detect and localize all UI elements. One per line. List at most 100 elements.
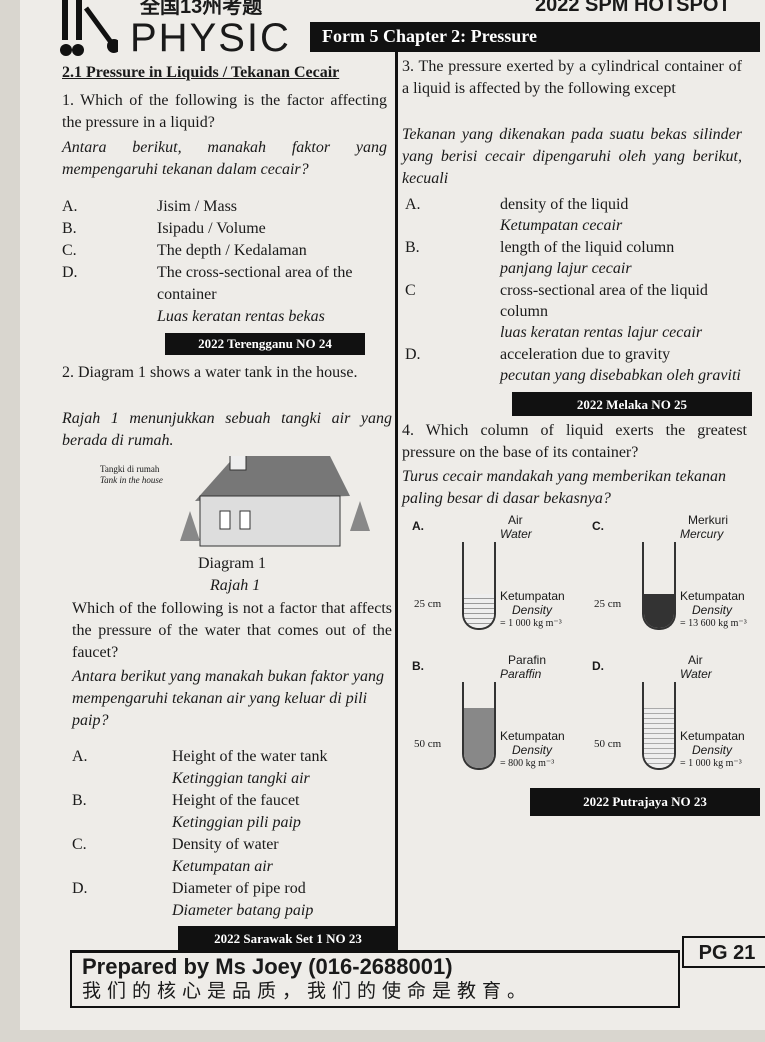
option-letter: D. — [72, 880, 88, 897]
hotspot-title: 2022 SPM HOTSPOT — [535, 0, 731, 16]
option-letter: D. — [405, 346, 421, 363]
option-text-ms: Diameter batang paip — [172, 902, 314, 919]
option-text: length of the liquid column — [500, 239, 675, 256]
liquid-name-en: Mercury — [680, 527, 724, 541]
q2-question: Which of the following is not a factor t… — [72, 600, 392, 661]
option-text-ms: Ketinggian pili paip — [172, 814, 301, 831]
liquid-name-en: Water — [500, 527, 532, 541]
density-label: Ketumpatan — [500, 729, 565, 743]
q2-source: 2022 Sarawak Set 1 NO 23 — [178, 926, 398, 950]
logo-text: PHYSIC — [130, 16, 291, 60]
density-value: = 1 000 kg m⁻³ — [680, 758, 742, 769]
density-label: Ketumpatan — [680, 729, 745, 743]
option-text: Density of water — [172, 836, 279, 853]
chapter-banner: Form 5 Chapter 2: Pressure — [310, 22, 760, 52]
tube-icon — [642, 542, 676, 630]
worksheet-page: 全国13州考题 PHYSIC 2022 SPM HOTSPOT Form 5 C… — [20, 0, 765, 1030]
q4-text-ms: Turus cecair mandakah yang memberikan te… — [402, 468, 726, 507]
option-letter: B. — [405, 239, 420, 256]
density-label-en: Density — [512, 603, 553, 617]
option-letter: C. — [62, 242, 77, 259]
tube-option-b: B. Parafin Paraffin 50 cm Ketumpatan Den… — [400, 654, 580, 779]
liquid-name: Parafin — [508, 653, 547, 667]
water-tank-diagram: Tangki di rumah Tank in the house — [100, 456, 370, 551]
q4-source: 2022 Putrajaya NO 23 — [530, 788, 760, 816]
prepared-by: Prepared by Ms Joey (016-2688001) — [82, 954, 453, 979]
option-letter: B. — [72, 792, 87, 809]
option-letter: B. — [412, 659, 424, 673]
q2-text: 2. Diagram 1 shows a water tank in the h… — [62, 364, 358, 381]
height-label: 50 cm — [414, 738, 442, 750]
option-text: Height of the faucet — [172, 792, 300, 809]
density-label: Ketumpatan — [500, 589, 565, 603]
diagram-caption: Diagram 1 — [198, 555, 266, 572]
height-label: 25 cm — [594, 598, 622, 610]
option-text: Height of the water tank — [172, 748, 328, 765]
q3-text: 3. The pressure exerted by a cylindrical… — [402, 58, 742, 97]
q1-option-d: D. The cross-sectional area of the contai… — [62, 262, 392, 328]
option-text: The depth / Kedalaman — [157, 242, 307, 259]
option-text: acceleration due to gravity — [500, 346, 671, 363]
density-label: Ketumpatan — [680, 589, 745, 603]
q1-source: 2022 Terengganu NO 24 — [165, 333, 365, 355]
q2-question-ms: Antara berikut yang manakah bukan faktor… — [72, 668, 384, 729]
option-text-ms: pecutan yang disebabkan oleh graviti — [500, 367, 741, 384]
chinese-title: 全国13州考题 — [140, 0, 263, 18]
option-letter: A. — [405, 196, 421, 213]
liquid-name-en: Water — [680, 667, 712, 681]
liquid-columns-diagram: A. Air Water 25 cm Ketumpatan Density = … — [400, 514, 760, 784]
density-value: = 13 600 kg m⁻³ — [680, 618, 747, 629]
option-text-ms: Ketinggian tangki air — [172, 770, 310, 787]
footer-box — [70, 952, 680, 1008]
option-text-ms: Ketumpatan cecair — [500, 217, 623, 234]
density-label-en: Density — [512, 743, 553, 757]
liquid-name: Air — [688, 653, 703, 667]
option-text-ms: luas keratan rentas lajur cecair — [500, 324, 703, 341]
option-letter: A. — [62, 198, 78, 215]
tube-option-c: C. Merkuri Mercury 25 cm Ketumpatan Dens… — [580, 514, 760, 639]
tube-option-d: D. Air Water 50 cm Ketumpatan Density = … — [580, 654, 760, 779]
option-text-ms: Luas keratan rentas bekas — [157, 308, 325, 325]
height-label: 25 cm — [414, 598, 442, 610]
density-value: = 1 000 kg m⁻³ — [500, 618, 562, 629]
tank-label: Tangki di rumah — [100, 464, 160, 474]
option-letter: C — [405, 282, 416, 299]
option-letter: A. — [412, 519, 424, 533]
q4-text: 4. Which column of liquid exerts the gre… — [402, 422, 747, 461]
tube-icon — [462, 542, 496, 630]
density-label-en: Density — [692, 743, 733, 757]
option-text: Isipadu / Volume — [157, 220, 266, 237]
option-letter: D. — [592, 659, 604, 673]
q2-text-ms: Rajah 1 menunjukkan sebuah tangki air ya… — [62, 410, 392, 449]
option-letter: D. — [62, 264, 78, 281]
liquid-name: Air — [508, 513, 523, 527]
tube-icon — [642, 682, 676, 770]
page-number: PG 21 — [682, 936, 765, 968]
option-letter: A. — [72, 748, 88, 765]
q3-option-d: D. acceleration due to gravity pecutan yan… — [405, 344, 745, 386]
option-text: The cross-sectional area of the containe… — [157, 264, 353, 303]
tube-icon — [462, 682, 496, 770]
option-text: cross-sectional area of the liquid colum… — [500, 282, 708, 320]
q1-text-ms: Antara berikut, manakah faktor yang memp… — [62, 139, 387, 178]
liquid-name: Merkuri — [688, 513, 729, 527]
height-label: 50 cm — [594, 738, 622, 750]
option-text: Diameter of pipe rod — [172, 880, 306, 897]
option-letter: C. — [72, 836, 87, 853]
liquid-name-en: Paraffin — [500, 667, 542, 681]
tank-label-en: Tank in the house — [100, 475, 163, 485]
option-text-ms: Ketumpatan air — [172, 858, 273, 875]
option-text: Jisim / Mass — [157, 198, 238, 215]
section-title: 2.1 Pressure in Liquids / Tekanan Cecair — [62, 64, 340, 81]
logo-icon — [58, 0, 121, 58]
q3-source: 2022 Melaka NO 25 — [512, 392, 752, 416]
motto: 我们的核心是品质，我们的使命是教育。 — [82, 981, 533, 1002]
tube-option-a: A. Air Water 25 cm Ketumpatan Density = … — [400, 514, 580, 639]
q1-option-b: B.Isipadu / Volume — [62, 218, 392, 240]
q3-text-ms: Tekanan yang dikenakan pada suatu bekas … — [402, 126, 742, 187]
option-letter: C. — [592, 519, 604, 533]
